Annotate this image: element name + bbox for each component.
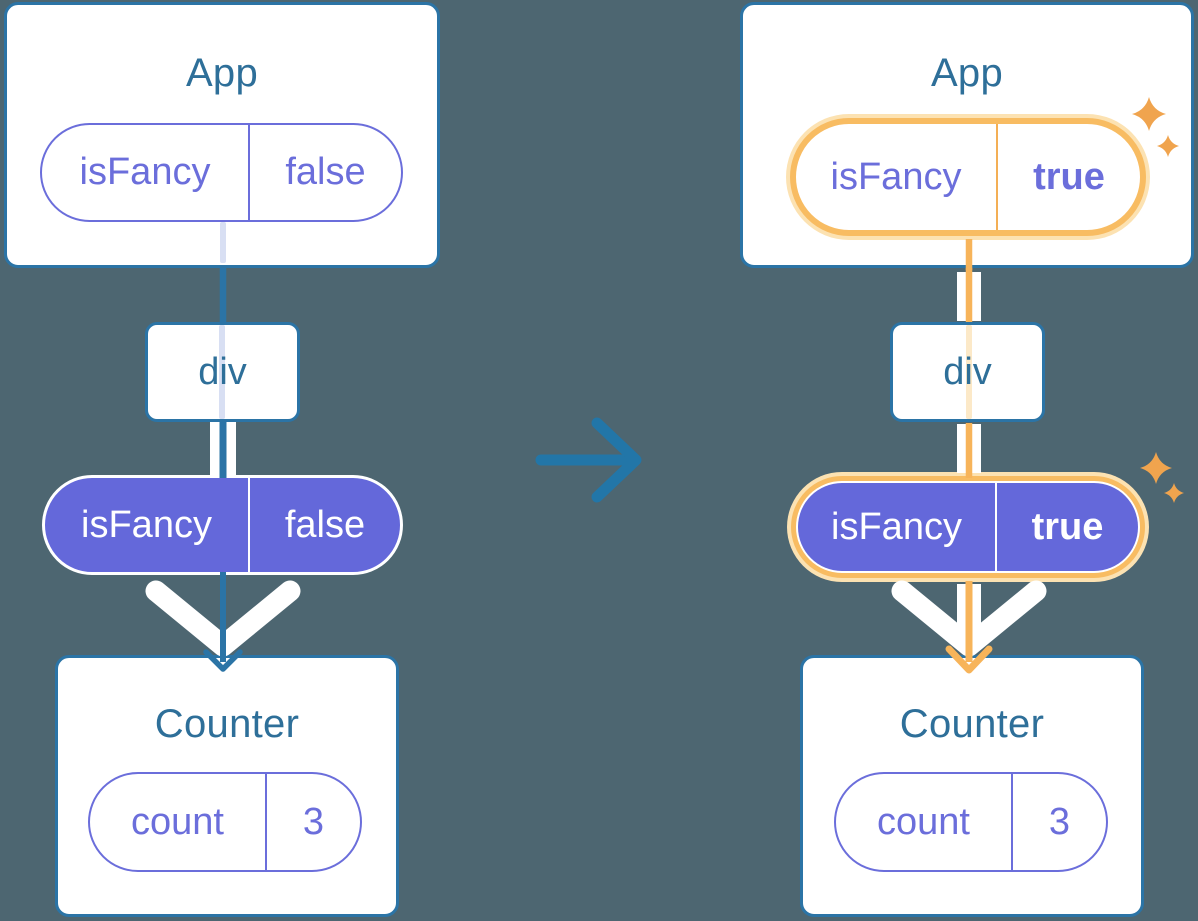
prop-value: false xyxy=(285,151,366,193)
state-name: count xyxy=(877,800,970,843)
prop-flow-chevron-icon xyxy=(891,580,1047,657)
state-pill-after: count 3 xyxy=(834,772,1108,872)
prop-pill-passed-before: isFancy false xyxy=(42,475,403,575)
component-title: App xyxy=(930,51,1004,95)
state-value: 3 xyxy=(302,800,325,843)
pill-highlight-ring: isFancy true xyxy=(791,476,1145,578)
div-card-before: div xyxy=(145,322,300,422)
prop-name: isFancy xyxy=(79,151,211,193)
component-title: Counter xyxy=(899,702,1045,746)
pill-divider xyxy=(248,478,250,572)
div-card-after: div xyxy=(890,322,1045,422)
pill-divider xyxy=(248,125,250,220)
pill-divider xyxy=(996,124,998,230)
prop-value: false xyxy=(284,503,366,546)
prop-value: true xyxy=(1033,155,1105,198)
component-title: div xyxy=(198,350,247,393)
prop-through-line xyxy=(966,325,972,419)
pill-divider xyxy=(1011,774,1013,870)
prop-pill-passed-after-highlight: isFancy true xyxy=(787,472,1149,582)
component-title: div xyxy=(943,350,992,393)
right-arrow-icon xyxy=(535,417,642,503)
prop-name: isFancy xyxy=(830,155,962,198)
component-title: Counter xyxy=(154,702,300,746)
component-title: App xyxy=(185,51,259,95)
prop-pill-app-after-highlight: isFancy true xyxy=(786,114,1150,240)
prop-flow-chevron-icon xyxy=(145,580,301,657)
prop-value: true xyxy=(1031,505,1104,548)
state-pill-before: count 3 xyxy=(88,772,362,872)
pill-divider xyxy=(265,774,267,870)
prop-name: isFancy xyxy=(831,505,962,548)
prop-pill-app-before: isFancy false xyxy=(40,123,403,222)
pill-divider xyxy=(995,483,997,571)
tree-lines-after xyxy=(891,239,1047,674)
state-value: 3 xyxy=(1048,800,1071,843)
prop-pill-passed-after: isFancy true xyxy=(798,483,1138,571)
prop-through-line xyxy=(220,222,226,263)
prop-through-line xyxy=(219,325,225,419)
prop-pill-app-after: isFancy true xyxy=(790,118,1146,236)
sparkles-state-icon xyxy=(1140,452,1184,503)
prop-name: isFancy xyxy=(81,503,212,546)
state-name: count xyxy=(131,800,224,843)
